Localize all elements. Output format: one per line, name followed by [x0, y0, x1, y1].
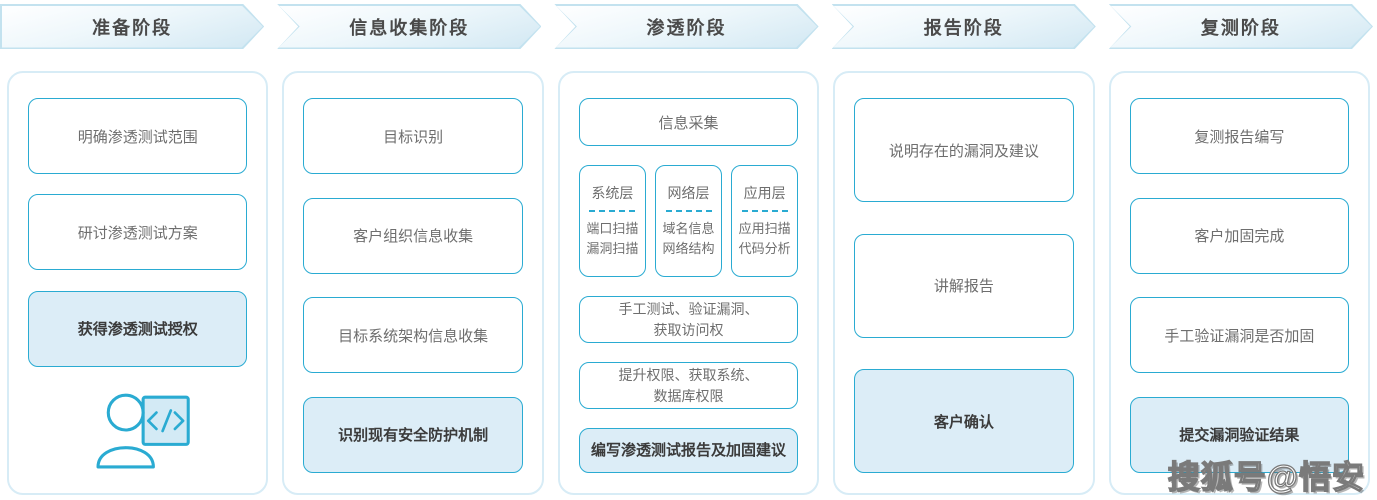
step-box: 手工验证漏洞是否加固 [1129, 297, 1350, 374]
phase-banner-info-gathering: 信息收集阶段 [277, 4, 541, 49]
phase-panel-penetration: 信息采集 系统层 端口扫描 漏洞扫描 网络层 域名信息 网络结构 应用层 应用扫… [557, 71, 820, 495]
layer-group: 系统层 端口扫描 漏洞扫描 网络层 域名信息 网络结构 应用层 应用扫描 代码分… [578, 165, 799, 278]
phase-banner-penetration: 渗透阶段 [554, 4, 818, 49]
user-code-icon [96, 393, 190, 469]
step-box: 客户组织信息收集 [303, 197, 523, 274]
layer-card-system: 系统层 端口扫描 漏洞扫描 [578, 165, 646, 278]
dashed-divider [589, 210, 636, 213]
layer-items: 端口扫描 漏洞扫描 [586, 221, 639, 257]
watermark-text: 搜狐号@悟安 [1167, 458, 1365, 495]
step-box-highlighted: 编写渗透测试报告及加固建议 [578, 428, 799, 473]
phase-banner-label: 准备阶段 [92, 17, 173, 38]
layer-items: 应用扫描 代码分析 [738, 221, 791, 257]
phase-panel-preparation: 明确渗透测试范围 研讨渗透测试方案 获得渗透测试授权 [7, 71, 269, 495]
dashed-divider [741, 210, 788, 213]
layer-title: 网络层 [667, 185, 710, 202]
step-box: 信息采集 [578, 98, 799, 146]
step-box: 复测报告编写 [1129, 98, 1350, 174]
phase-panel-retest: 复测报告编写 客户加固完成 手工验证漏洞是否加固 提交漏洞验证结果 [1108, 71, 1371, 495]
icon-area [28, 387, 247, 473]
step-box-highlighted: 客户确认 [854, 369, 1074, 473]
phase-banner-label: 报告阶段 [923, 17, 1004, 38]
phase-panel-info-gathering: 目标识别 客户组织信息收集 目标系统架构信息收集 识别现有安全防护机制 [282, 71, 544, 495]
step-box: 讲解报告 [854, 233, 1074, 338]
phase-banner-preparation: 准备阶段 [0, 4, 264, 49]
step-box: 目标识别 [303, 98, 523, 174]
step-box: 目标系统架构信息收集 [303, 297, 523, 374]
step-box: 客户加固完成 [1129, 197, 1350, 274]
phase-banner-report: 报告阶段 [832, 4, 1096, 49]
step-box: 研讨渗透测试方案 [28, 194, 248, 271]
phase-banner-label: 信息收集阶段 [349, 17, 470, 38]
phase-banner-label: 复测阶段 [1200, 17, 1281, 38]
phase-banner-retest: 复测阶段 [1109, 4, 1373, 49]
layer-title: 应用层 [743, 185, 786, 202]
layer-items: 域名信息 网络结构 [662, 221, 715, 257]
phase-panel-report: 说明存在的漏洞及建议 讲解报告 客户确认 [833, 71, 1095, 495]
phase-panel-row: 明确渗透测试范围 研讨渗透测试方案 获得渗透测试授权 目标识别 客户组织信息收集… [0, 49, 1377, 495]
dashed-divider [665, 210, 712, 213]
layer-title: 系统层 [591, 185, 634, 202]
step-box-highlighted: 提交漏洞验证结果 [1129, 396, 1350, 473]
phase-banner-label: 渗透阶段 [646, 17, 727, 38]
step-box-highlighted: 获得渗透测试授权 [28, 290, 248, 367]
step-box: 提升权限、获取系统、 数据库权限 [578, 362, 799, 409]
step-box: 手工测试、验证漏洞、 获取访问权 [578, 296, 799, 343]
step-box-highlighted: 识别现有安全防护机制 [303, 396, 523, 473]
phase-banner-row: 准备阶段 信息收集阶段 渗透阶段 报告阶段 复测阶段 [0, 0, 1377, 49]
step-box: 说明存在的漏洞及建议 [854, 98, 1074, 202]
layer-card-application: 应用层 应用扫描 代码分析 [731, 165, 799, 278]
step-box: 明确渗透测试范围 [28, 98, 248, 174]
layer-card-network: 网络层 域名信息 网络结构 [654, 165, 723, 278]
